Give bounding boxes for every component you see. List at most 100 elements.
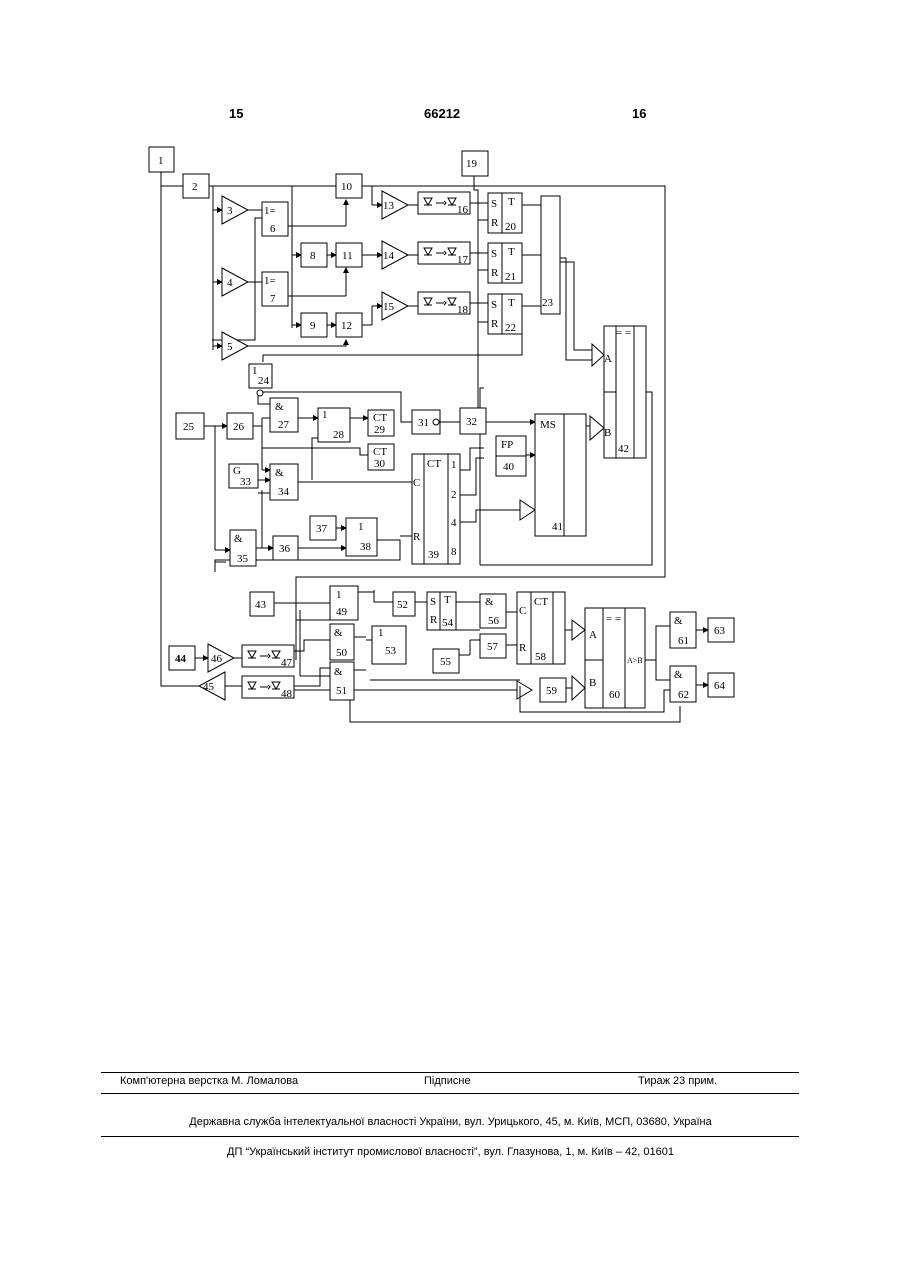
block-54-label: 54: [442, 617, 454, 629]
block-29-label: 29: [374, 424, 386, 436]
block-16-label: 16: [457, 204, 469, 216]
optocoupler-17: 17: [418, 242, 470, 266]
svg-text:&: &: [334, 627, 343, 639]
block-21-label: 21: [505, 271, 516, 283]
optocoupler-47: 47: [242, 645, 294, 669]
svg-text:T: T: [508, 246, 515, 258]
block-39-label: 39: [428, 549, 440, 561]
block-48-label: 48: [281, 688, 293, 700]
block-33-label: 33: [240, 476, 252, 488]
svg-text:A: A: [589, 629, 597, 641]
block-32-label: 32: [466, 416, 477, 428]
block-64-label: 64: [714, 680, 726, 692]
block-11-label: 11: [342, 250, 353, 262]
svg-text:1: 1: [358, 521, 364, 533]
svg-text:R: R: [491, 318, 499, 330]
block-35-label: 35: [237, 553, 249, 565]
block-42: = = A B 42: [604, 326, 646, 458]
svg-text:R: R: [519, 642, 527, 654]
svg-text:CT: CT: [373, 446, 387, 458]
svg-text:8: 8: [451, 546, 457, 558]
blocks: 1 2 19 3 4 5 1= 6 1= 7 8 9 10 11 12 13 1…: [149, 147, 734, 708]
svg-text:C: C: [519, 605, 526, 617]
svg-text:C: C: [413, 477, 420, 489]
block-19-label: 19: [466, 158, 478, 170]
block-56-label: 56: [488, 615, 500, 627]
block-62-label: 62: [678, 689, 689, 701]
block-8-label: 8: [310, 250, 316, 262]
block-38-label: 38: [360, 541, 372, 553]
svg-text:T: T: [508, 297, 515, 309]
block-27-label: 27: [278, 419, 290, 431]
trigger-21: S R T 21: [488, 243, 522, 283]
block-46-label: 46: [211, 653, 223, 665]
svg-text:1: 1: [451, 459, 457, 471]
block-13-label: 13: [383, 200, 395, 212]
svg-text:R: R: [491, 267, 499, 279]
block-10-label: 10: [341, 181, 353, 193]
svg-text:MS: MS: [540, 419, 556, 431]
block-12-label: 12: [341, 320, 352, 332]
footer-typesetter: Комп'ютерна верстка М. Ломалова: [120, 1075, 298, 1087]
block-51-label: 51: [336, 685, 347, 697]
svg-text:&: &: [234, 533, 243, 545]
trigger-22: S R T 22: [488, 294, 522, 334]
svg-text:S: S: [491, 299, 497, 311]
block-3-label: 3: [227, 205, 233, 217]
svg-text:&: &: [275, 401, 284, 413]
svg-text:4: 4: [451, 517, 457, 529]
block-14-label: 14: [383, 250, 395, 262]
svg-text:S: S: [430, 596, 436, 608]
block-61-label: 61: [678, 635, 689, 647]
block-41-label: 41: [552, 521, 563, 533]
block-63-label: 63: [714, 625, 726, 637]
svg-text:T: T: [508, 196, 515, 208]
svg-text:CT: CT: [534, 596, 548, 608]
block-60-label: 60: [609, 689, 621, 701]
trigger-20: S R T 20: [488, 193, 522, 233]
svg-text:&: &: [674, 669, 683, 681]
footer-print-run: Тираж 23 прим.: [638, 1075, 717, 1087]
svg-text:= =: = =: [616, 327, 631, 339]
svg-text:&: &: [275, 467, 284, 479]
svg-text:1: 1: [378, 627, 384, 639]
block-17-label: 17: [457, 254, 469, 266]
block-41: [535, 414, 586, 536]
block-18-label: 18: [457, 304, 469, 316]
svg-text:A>B: A>B: [627, 656, 643, 665]
block-5-label: 5: [227, 341, 233, 353]
svg-text:B: B: [589, 677, 596, 689]
block-47-label: 47: [281, 657, 293, 669]
block-28-label: 28: [333, 429, 345, 441]
block-7-type: 1=: [264, 275, 276, 287]
block-36-label: 36: [279, 543, 291, 555]
svg-text:R: R: [413, 531, 421, 543]
svg-text:R: R: [430, 614, 438, 626]
svg-text:R: R: [491, 217, 499, 229]
footer-institute-address: ДП “Український інститут промислової вла…: [0, 1146, 901, 1158]
svg-text:FP: FP: [501, 439, 513, 451]
block-6-label: 6: [270, 223, 276, 235]
optocoupler-16: 16: [418, 192, 470, 216]
svg-text:1: 1: [252, 365, 258, 377]
block-20-label: 20: [505, 221, 517, 233]
svg-text:&: &: [674, 615, 683, 627]
optocoupler-18: 18: [418, 292, 470, 316]
svg-text:2: 2: [451, 489, 457, 501]
block-23-label: 23: [542, 297, 554, 309]
block-4-label: 4: [227, 277, 233, 289]
block-39: CT 1 2 4 8 C R 39: [412, 454, 460, 564]
amplifier-3: [222, 196, 248, 224]
block-59-label: 59: [546, 685, 558, 697]
footer-publisher-address: Державна служба інтелектуальної власност…: [0, 1116, 901, 1128]
amplifier-4: [222, 268, 248, 296]
block-43-label: 43: [255, 599, 267, 611]
block-7-label: 7: [270, 293, 276, 305]
block-49-label: 49: [336, 606, 348, 618]
block-58: CT C R 58: [517, 592, 565, 664]
block-37-label: 37: [316, 523, 328, 535]
block-57-label: 57: [487, 641, 499, 653]
block-53-label: 53: [385, 645, 397, 657]
amplifier-5: [222, 332, 248, 360]
svg-text:CT: CT: [427, 458, 441, 470]
